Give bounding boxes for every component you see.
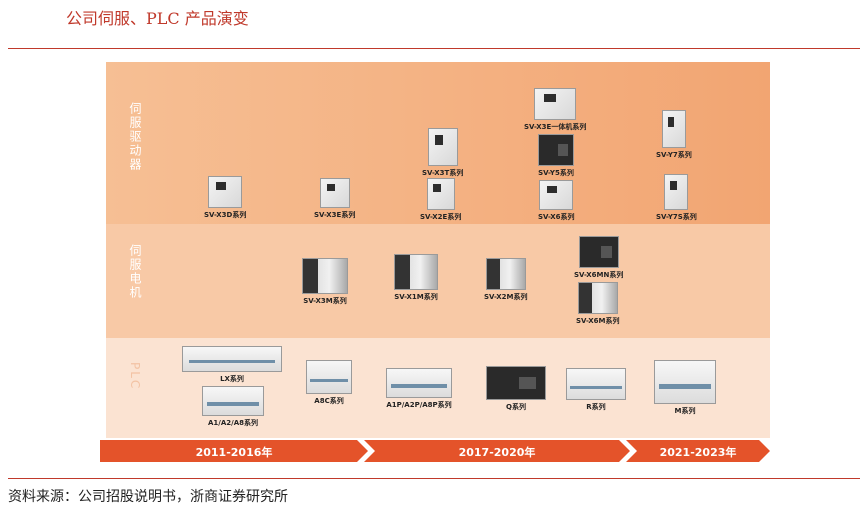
- footer-divider: [8, 478, 860, 479]
- sv-x2m-image: [485, 258, 526, 290]
- sv-x6m-image: [577, 282, 618, 314]
- product-a8c: A8C系列: [306, 360, 352, 406]
- m-label: M系列: [674, 407, 696, 415]
- product-sv-y7s: SV-Y7S系列: [656, 174, 697, 222]
- sv-x3e-integrated-label: SV-X3E一体机系列: [524, 123, 587, 131]
- timeline-label-2011-2016: 2011-2016年: [195, 446, 273, 459]
- sv-x6-label: SV-X6系列: [538, 213, 575, 221]
- product-sv-x3m: SV-X3M系列: [302, 258, 348, 306]
- band-label-plc: PLC: [128, 362, 142, 391]
- timeline-label-2021-2023: 2021-2023年: [659, 446, 737, 459]
- product-lx: LX系列: [182, 346, 282, 384]
- band-servo-drive: 伺服驱动器 SV-X3D系列 SV-X3E系列 SV-X3T系列 SV-X2E系…: [106, 62, 770, 224]
- product-sv-y7: SV-Y7系列: [656, 110, 692, 160]
- sv-x3t-label: SV-X3T系列: [422, 169, 464, 177]
- sv-x1m-label: SV-X1M系列: [394, 293, 438, 301]
- sv-x3e-integrated-image: [534, 88, 577, 120]
- a8c-image: [306, 360, 352, 394]
- sv-x2e-image: [426, 178, 455, 210]
- product-sv-x2e: SV-X2E系列: [420, 178, 461, 222]
- product-sv-x6m: SV-X6M系列: [576, 282, 620, 326]
- timeline-segment-2017-2020: 2017-2020年: [364, 440, 630, 462]
- sv-x6m-label: SV-X6M系列: [576, 317, 620, 325]
- product-sv-x3d: SV-X3D系列: [204, 176, 246, 220]
- sv-x3e-image: [319, 178, 350, 208]
- q-label: Q系列: [506, 403, 526, 411]
- band-label-servo-motor: 伺服电机: [128, 244, 142, 300]
- product-q: Q系列: [486, 366, 546, 412]
- product-r: R系列: [566, 368, 626, 412]
- sv-x3d-label: SV-X3D系列: [204, 211, 247, 219]
- sv-y7s-image: [664, 174, 689, 210]
- product-sv-x3e: SV-X3E系列: [314, 178, 355, 220]
- sv-x3e-label: SV-X3E系列: [314, 211, 356, 219]
- sv-x1m-image: [394, 254, 438, 290]
- a1-a2-a8-label: A1/A2/A8系列: [208, 419, 258, 427]
- product-sv-x3t: SV-X3T系列: [422, 128, 463, 178]
- sv-x3t-image: [427, 128, 458, 166]
- sv-y5-label: SV-Y5系列: [538, 169, 574, 177]
- sv-x3d-image: [208, 176, 243, 208]
- a8c-label: A8C系列: [314, 397, 344, 405]
- product-a1p-a2p-a8p: A1P/A2P/A8P系列: [386, 368, 452, 410]
- product-sv-x2m: SV-X2M系列: [484, 258, 528, 302]
- lx-label: LX系列: [220, 375, 244, 383]
- timeline-segment-2011-2016: 2011-2016年: [100, 440, 368, 462]
- band-plc: PLC LX系列 A1/A2/A8系列 A8C系列 A1P/A2P/A8P系列 …: [106, 338, 770, 438]
- a1p-a2p-a8p-image: [386, 368, 452, 398]
- m-image: [654, 360, 716, 404]
- product-sv-x6: SV-X6系列: [538, 180, 575, 222]
- timeline-label-2017-2020: 2017-2020年: [458, 446, 536, 459]
- sv-x3m-image: [302, 258, 348, 294]
- title-divider: [8, 48, 860, 49]
- lx-image: [182, 346, 282, 372]
- sv-x2m-label: SV-X2M系列: [484, 293, 528, 301]
- product-m: M系列: [654, 360, 716, 416]
- band-servo-motor: 伺服电机 SV-X3M系列 SV-X1M系列 SV-X2M系列 SV-X6MN系…: [106, 224, 770, 338]
- source-note: 资料来源：公司招股说明书，浙商证券研究所: [8, 489, 288, 505]
- a1p-a2p-a8p-label: A1P/A2P/A8P系列: [386, 401, 452, 409]
- q-image: [486, 366, 546, 400]
- figure-title: 公司伺服、PLC 产品演变: [66, 9, 249, 28]
- band-label-servo-drive: 伺服驱动器: [128, 102, 142, 172]
- sv-y7s-label: SV-Y7S系列: [656, 213, 697, 221]
- timeline-segment-2021-2023: 2021-2023年: [626, 440, 770, 462]
- product-sv-x3e-integrated: SV-X3E一体机系列: [524, 88, 586, 132]
- sv-x6-image: [539, 180, 574, 210]
- sv-y7-label: SV-Y7系列: [656, 151, 692, 159]
- r-label: R系列: [586, 403, 606, 411]
- a1-a2-a8-image: [202, 386, 264, 416]
- product-sv-x1m: SV-X1M系列: [394, 254, 438, 302]
- sv-x6mn-label: SV-X6MN系列: [574, 271, 624, 279]
- product-sv-y5: SV-Y5系列: [538, 134, 574, 178]
- product-sv-x6mn: SV-X6MN系列: [574, 236, 623, 280]
- product-a1-a2-a8: A1/A2/A8系列: [202, 386, 264, 428]
- sv-y7-image: [661, 110, 686, 148]
- sv-x2e-label: SV-X2E系列: [420, 213, 462, 221]
- sv-x3m-label: SV-X3M系列: [303, 297, 347, 305]
- r-image: [566, 368, 626, 400]
- sv-y5-image: [538, 134, 574, 166]
- sv-x6mn-image: [578, 236, 619, 268]
